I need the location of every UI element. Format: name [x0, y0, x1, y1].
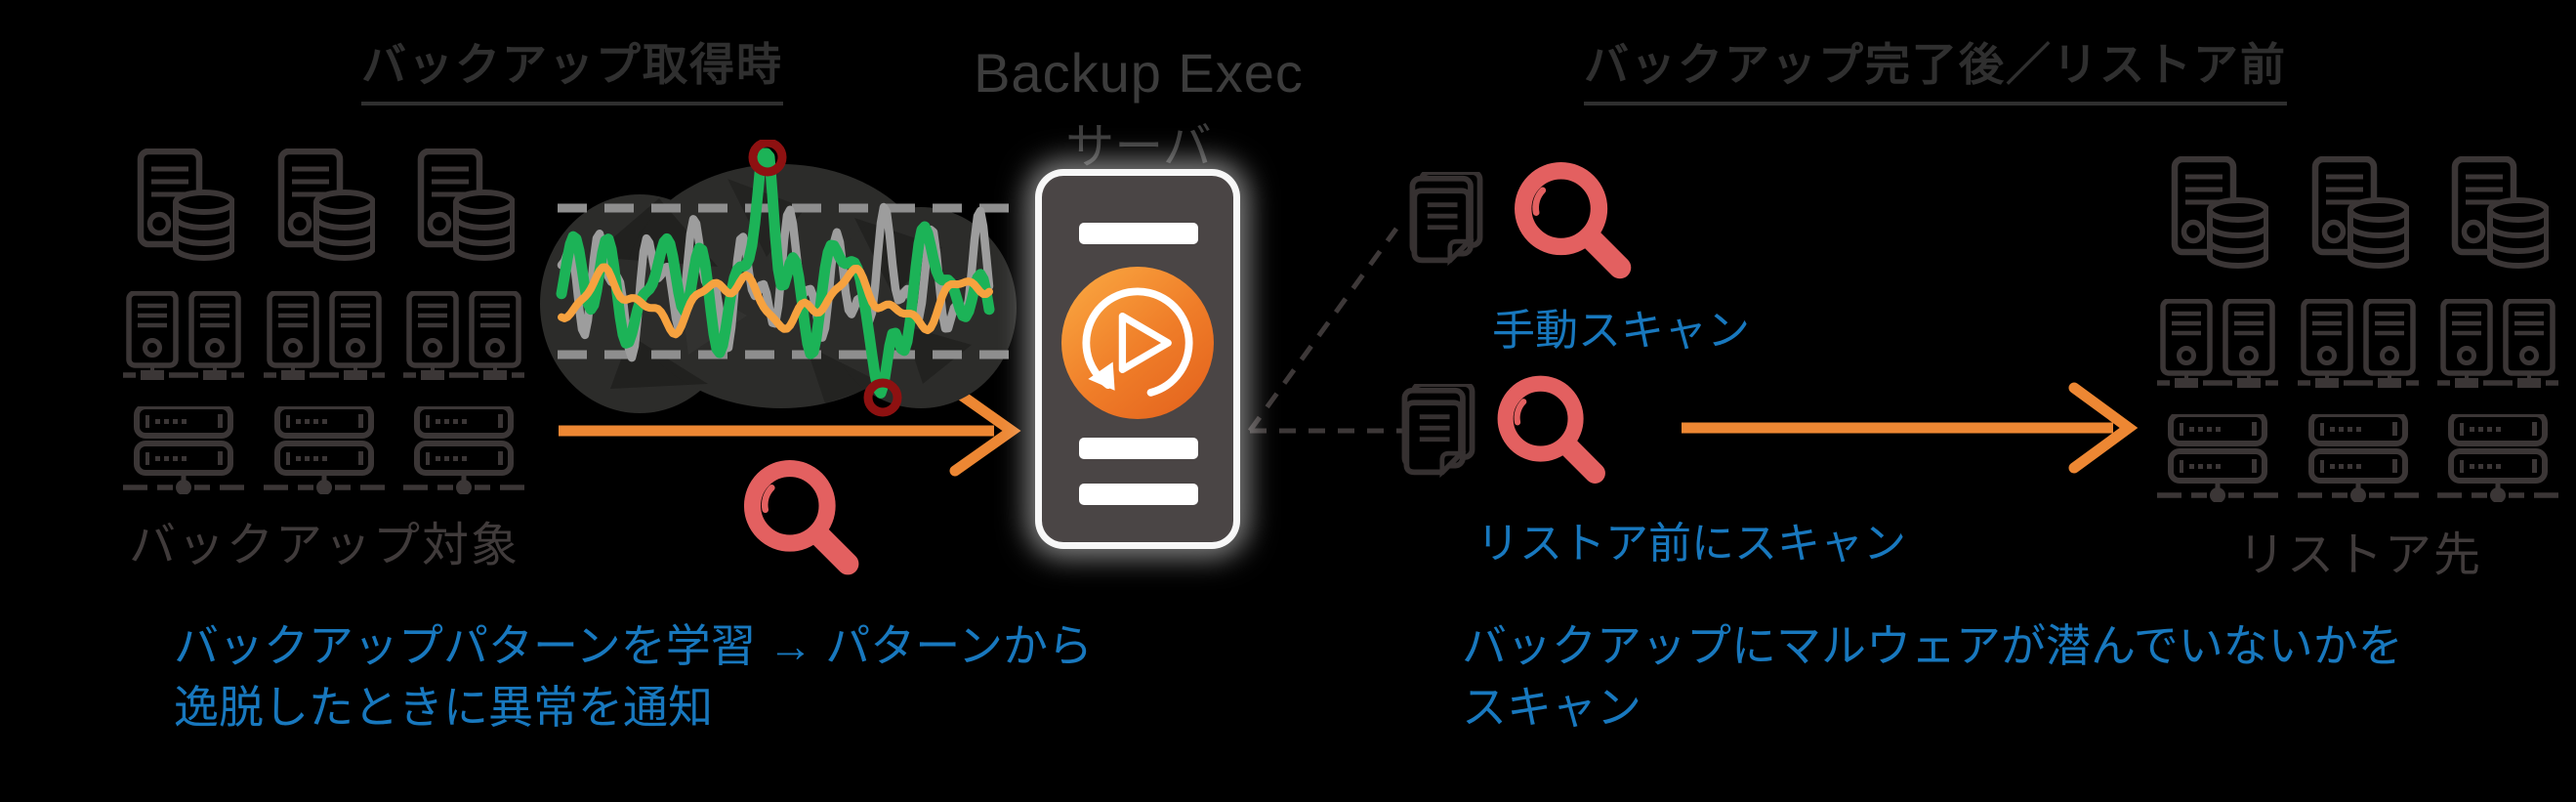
- networked-servers-icon: [2157, 301, 2278, 388]
- server-database-icon: [421, 151, 513, 258]
- rack-server-icon: [2298, 414, 2419, 503]
- backup-documents-icon: [1392, 384, 1485, 482]
- server-database-icon: [2455, 159, 2547, 266]
- pattern-wave: [558, 263, 993, 339]
- networked-servers-icon: [264, 293, 385, 380]
- rack-server-icon: [2437, 414, 2558, 503]
- networked-servers-icon: [2298, 301, 2419, 388]
- backup-source-server-grid: [115, 143, 535, 506]
- backup-exec-subtitle: サーバ: [1065, 119, 1212, 174]
- restore-target-label: リストア先: [2237, 529, 2482, 581]
- backup-exec-server: [1042, 176, 1233, 542]
- left-caption: バックアップパターンを学習 → パターンから 逸脱したときに異常を通知: [174, 615, 1093, 738]
- right-section-heading: バックアップ完了後／リストア前: [1584, 29, 2287, 106]
- networked-servers-icon: [403, 293, 524, 380]
- backup-source-label: バックアップ対象: [128, 520, 519, 571]
- anomaly-scan-magnifier-icon: [738, 454, 867, 583]
- backup-exec-restart-play-icon: [1061, 267, 1214, 419]
- manual-scan-magnifier-icon: [1509, 156, 1640, 287]
- backup-exec-title: Backup Exec: [974, 42, 1304, 104]
- left-caption-line2: 逸脱したときに異常を通知: [174, 681, 713, 733]
- restore-flow-arrow: [1682, 382, 2139, 474]
- right-caption: バックアップにマルウェアが潜んでいないかを スキャン: [1462, 615, 2403, 738]
- phone-top-bar: [1079, 223, 1198, 244]
- backup-exec-logo-circle: [1061, 267, 1214, 419]
- server-database-icon: [2315, 159, 2407, 266]
- left-caption-line1: バックアップパターンを学習 → パターンから: [174, 620, 1093, 671]
- backup-flow-arrow: [559, 385, 1021, 477]
- backup-documents-icon: [1399, 172, 1493, 270]
- rack-server-icon: [403, 406, 524, 495]
- restore-scan-label: リストア前にスキャン: [1476, 520, 1906, 568]
- server-database-icon: [141, 151, 232, 258]
- phone-bottom-bar-2: [1079, 484, 1198, 505]
- scan-connector-lines: [1247, 227, 1408, 434]
- restore-scan-magnifier-icon: [1492, 369, 1613, 492]
- left-section-heading: バックアップ取得時: [361, 29, 783, 106]
- phone-bottom-bar-1: [1079, 438, 1198, 459]
- right-caption-line2: スキャン: [1462, 681, 1641, 733]
- rack-server-icon: [123, 406, 244, 495]
- server-database-icon: [2175, 159, 2266, 266]
- anomaly-marker-bottom: [863, 378, 902, 417]
- rack-server-icon: [2157, 414, 2278, 503]
- networked-servers-icon: [2437, 301, 2558, 388]
- anomaly-detection-graphic: [540, 140, 1017, 417]
- anomaly-wave: [556, 148, 995, 399]
- anomaly-marker-top: [748, 140, 787, 177]
- right-caption-line1: バックアップにマルウェアが潜んでいないかを: [1462, 620, 2403, 671]
- server-database-icon: [281, 151, 373, 258]
- networked-servers-icon: [123, 293, 244, 380]
- restore-target-server-grid: [2146, 150, 2566, 514]
- rack-server-icon: [264, 406, 385, 495]
- manual-scan-label: 手動スキャン: [1492, 307, 1750, 355]
